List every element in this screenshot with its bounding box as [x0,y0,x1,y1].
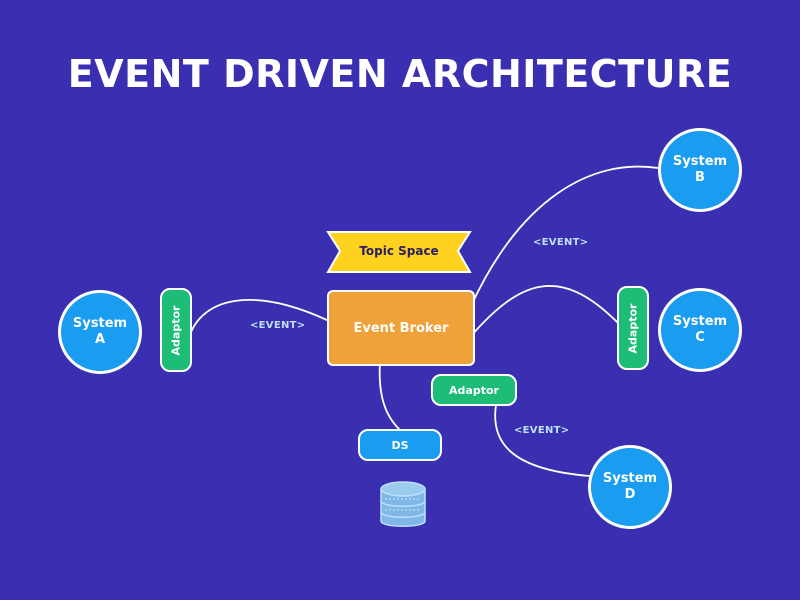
system-d-node: System D [588,445,672,529]
system-a-label-line2: A [94,332,106,347]
adaptor-right: Adaptor [617,286,649,370]
event-broker-label: Event Broker [353,320,449,336]
system-c-label-line1: System [672,314,728,329]
system-b-label-line2: B [695,170,705,185]
adaptor-bottom: Adaptor [431,374,517,406]
page-title: EVENT DRIVEN ARCHITECTURE [67,52,733,96]
topic-space-banner [326,231,472,273]
system-b-label-line1: System [672,154,728,169]
edge-adaptor-a-to-broker [190,299,328,333]
system-a-node: System A [58,290,142,374]
ds-label: DS [391,438,409,452]
system-c-node: System C [658,288,742,372]
adaptor-left-label: Adaptor [169,305,183,355]
system-c-label-line2: C [695,330,705,345]
system-b-node: System B [658,128,742,212]
system-a-label-line1: System [72,316,128,331]
event-broker-node: Event Broker [327,290,475,366]
adaptor-bottom-label: Adaptor [449,383,499,397]
event-label-upper-right: <EVENT> [533,237,589,248]
event-label-lower-right: <EVENT> [514,425,570,436]
adaptor-right-label: Adaptor [626,303,640,353]
database-icon [380,481,426,527]
edge-broker-to-ds [378,361,400,430]
edge-broker-to-system-b [470,165,659,307]
topic-space-label: Topic Space [359,244,439,258]
ds-node: DS [358,429,442,461]
system-d-label-line2: D [624,487,636,502]
system-d-label-line1: System [602,471,658,486]
edge-adaptor-bottom-to-system-d [494,404,591,477]
adaptor-left: Adaptor [160,288,192,372]
event-label-left: <EVENT> [250,320,306,331]
edge-broker-to-adaptor-c [470,285,618,337]
